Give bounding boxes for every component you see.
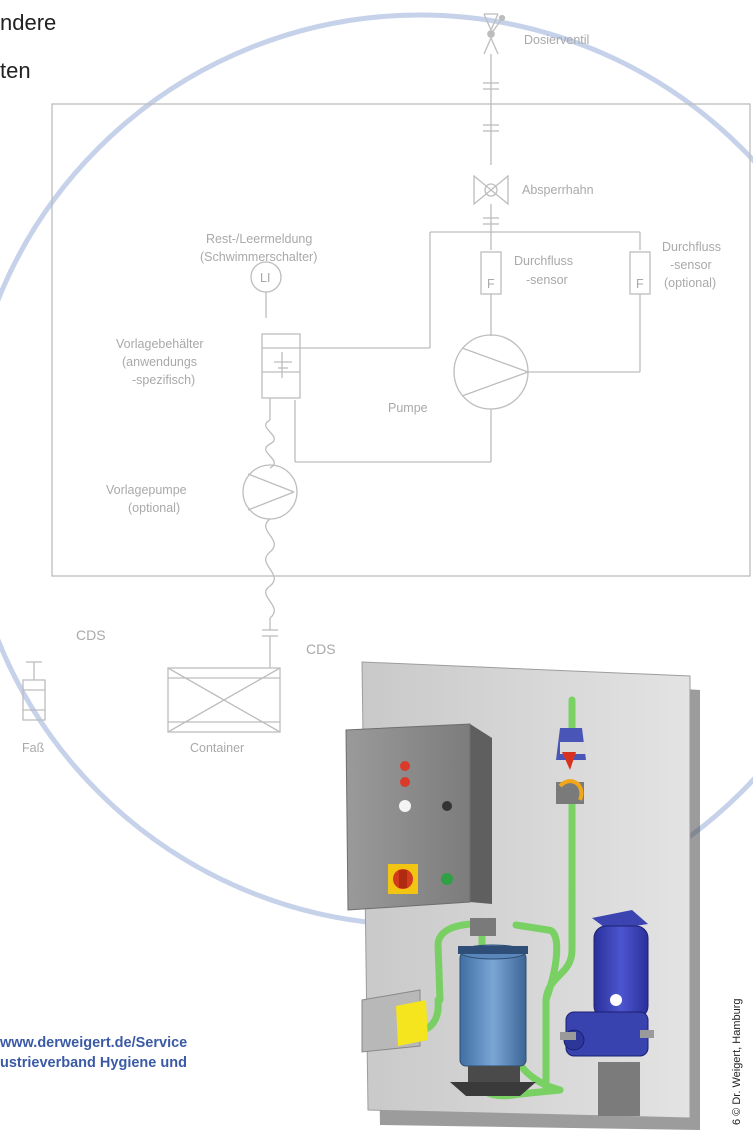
indicator-lamp-dark bbox=[442, 801, 452, 811]
tank-symbol bbox=[261, 333, 301, 399]
label-flow-sensor-2: -sensor bbox=[526, 273, 568, 287]
label-container: Container bbox=[190, 741, 244, 755]
label-sensor-symbol-main: F bbox=[487, 277, 495, 291]
service-link[interactable]: www.derweigert.de/Service bbox=[0, 1035, 188, 1051]
container-symbol bbox=[167, 667, 281, 733]
indicator-lamp-red-2 bbox=[400, 777, 410, 787]
label-flow-sensor-opt-3: (optional) bbox=[664, 276, 716, 290]
intro-text-line2: ten bbox=[0, 58, 31, 83]
label-shutoff-valve: Absperrhahn bbox=[522, 183, 594, 197]
control-cabinet bbox=[345, 723, 471, 911]
label-tank-3: -spezifisch) bbox=[132, 373, 195, 387]
storage-tank bbox=[459, 951, 527, 1067]
shutoff-valve-symbol bbox=[473, 174, 493, 206]
indicator-lamp-white bbox=[399, 800, 411, 812]
hose-lower bbox=[265, 518, 275, 619]
label-sensor-symbol-opt: F bbox=[636, 277, 644, 291]
label-flow-sensor-1: Durchfluss bbox=[514, 254, 573, 268]
label-pump: Pumpe bbox=[388, 401, 428, 415]
dosing-valve-symbol bbox=[483, 13, 499, 32]
indicator-lamp-red-1 bbox=[400, 761, 410, 771]
label-cds-right: CDS bbox=[306, 641, 336, 657]
association-text: ustrieverband Hygiene und bbox=[0, 1055, 187, 1071]
label-flow-sensor-opt-1: Durchfluss bbox=[662, 240, 721, 254]
start-button-green bbox=[441, 873, 453, 885]
label-flow-sensor-opt-2: -sensor bbox=[670, 258, 712, 272]
copyright-text: 6 © Dr. Weigert, Hamburg bbox=[731, 998, 743, 1126]
label-cds-left: CDS bbox=[76, 627, 106, 643]
label-tank-2: (anwendungs bbox=[122, 355, 197, 369]
intro-text-line1: ndere bbox=[0, 10, 57, 35]
label-level-alarm-1: Rest-/Leermeldung bbox=[206, 232, 312, 246]
label-drum: Faß bbox=[22, 741, 45, 755]
label-level-symbol: LI bbox=[260, 271, 270, 285]
valve-lower bbox=[556, 782, 584, 804]
label-dosing-valve: Dosierventil bbox=[524, 33, 589, 47]
label-prepump-1: Vorlagepumpe bbox=[106, 483, 187, 497]
pump-motor bbox=[593, 925, 649, 1019]
label-tank-1: Vorlagebehälter bbox=[116, 337, 204, 351]
label-level-alarm-2: (Schwimmerschalter) bbox=[200, 250, 317, 264]
hose-upper bbox=[265, 419, 275, 469]
label-prepump-2: (optional) bbox=[128, 501, 180, 515]
system-frame bbox=[51, 103, 751, 577]
